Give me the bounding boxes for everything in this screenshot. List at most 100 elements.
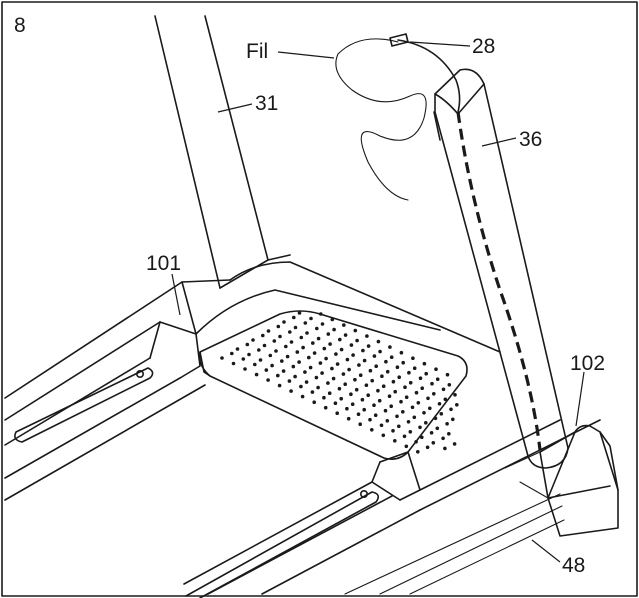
plate-hole — [447, 383, 452, 387]
plate-hole — [235, 347, 240, 351]
plate-hole — [293, 374, 297, 379]
plate-hole — [297, 360, 301, 364]
plate-hole — [366, 344, 371, 348]
plate-hole — [418, 425, 422, 430]
plate-hole — [368, 417, 372, 422]
plate-hole — [376, 388, 380, 393]
plate-hole — [351, 353, 355, 357]
plate-hole — [439, 412, 444, 416]
plate-hole — [445, 422, 449, 426]
plate-hole — [301, 345, 305, 350]
label-36: 36 — [519, 128, 542, 151]
plate-hole — [374, 364, 379, 369]
label-101: 101 — [146, 252, 181, 275]
plate-hole — [404, 444, 409, 449]
plate-hole — [377, 398, 382, 403]
connector-28 — [389, 33, 409, 47]
plate-hole — [379, 423, 384, 428]
plate-hole — [332, 327, 336, 332]
plate-hole — [356, 412, 361, 417]
plate-hole — [282, 320, 286, 324]
plate-hole — [404, 395, 409, 400]
plate-hole — [333, 401, 338, 406]
plate-hole — [315, 326, 319, 331]
plate-hole — [357, 363, 361, 367]
plate-hole — [287, 379, 292, 383]
plate-hole — [395, 365, 400, 370]
plate-hole — [319, 312, 323, 316]
plate-hole — [346, 416, 351, 421]
plate-hole — [349, 343, 354, 347]
plate-hole — [422, 411, 426, 415]
plate-hole — [280, 359, 284, 363]
plate-hole — [434, 367, 438, 372]
plate-hole — [338, 337, 342, 342]
plate-hole — [441, 436, 445, 441]
plate-hole — [270, 363, 274, 368]
plate-hole — [220, 356, 224, 360]
plate-hole — [453, 393, 457, 397]
plate-hole — [316, 385, 320, 390]
plate-hole — [343, 333, 348, 337]
plate-hole — [272, 339, 277, 343]
plate-hole — [401, 410, 405, 414]
plate-hole — [326, 332, 331, 336]
plate-hole — [397, 424, 401, 429]
left-rail — [4, 279, 231, 501]
plate-hole — [397, 375, 402, 380]
plate-hole — [414, 390, 419, 395]
plate-hole — [335, 411, 340, 416]
plate-hole — [385, 369, 390, 374]
plate-hole — [402, 434, 407, 439]
plate-hole — [378, 349, 382, 354]
plate-hole — [312, 400, 317, 405]
plate-hole — [372, 354, 377, 358]
plate-holes — [220, 311, 459, 454]
label-wire: Fil — [246, 40, 268, 63]
plate-hole — [364, 383, 369, 388]
plate-hole — [251, 338, 255, 342]
leader-lines — [171, 41, 585, 563]
plate-hole — [410, 405, 415, 410]
plate-hole — [355, 338, 359, 343]
plate-hole — [292, 315, 296, 320]
plate-hole — [320, 322, 325, 326]
plate-hole — [408, 430, 413, 434]
plate-hole — [403, 385, 407, 390]
plate-hole — [401, 360, 406, 365]
plate-hole — [281, 369, 286, 373]
plate-hole — [385, 419, 390, 423]
plate-hole — [424, 371, 429, 376]
plate-hole — [411, 356, 415, 361]
plate-hole — [289, 340, 294, 344]
plate-hole — [310, 390, 315, 394]
plate-hole — [445, 372, 450, 377]
plate-hole — [295, 350, 300, 354]
plate-hole — [370, 428, 374, 432]
plate-hole — [258, 358, 263, 362]
plate-hole — [428, 406, 432, 411]
plate-hole — [299, 384, 303, 389]
plate-hole — [341, 372, 346, 376]
plate-hole — [393, 389, 398, 394]
plate-hole — [373, 413, 378, 418]
wire-route-dashed — [456, 111, 542, 451]
plate-hole — [274, 349, 278, 353]
plate-hole — [345, 357, 350, 362]
plate-hole — [395, 414, 399, 419]
left-upright — [154, 15, 291, 289]
plate-hole — [304, 380, 309, 384]
plate-hole — [354, 387, 359, 392]
plate-hole — [254, 372, 259, 377]
plate-hole — [422, 361, 427, 366]
plate-hole — [247, 352, 251, 357]
plate-hole — [449, 407, 453, 412]
plate-hole — [308, 365, 313, 370]
plate-hole — [276, 373, 280, 378]
plate-hole — [388, 345, 392, 349]
plate-hole — [360, 397, 365, 402]
plate-hole — [261, 333, 265, 338]
